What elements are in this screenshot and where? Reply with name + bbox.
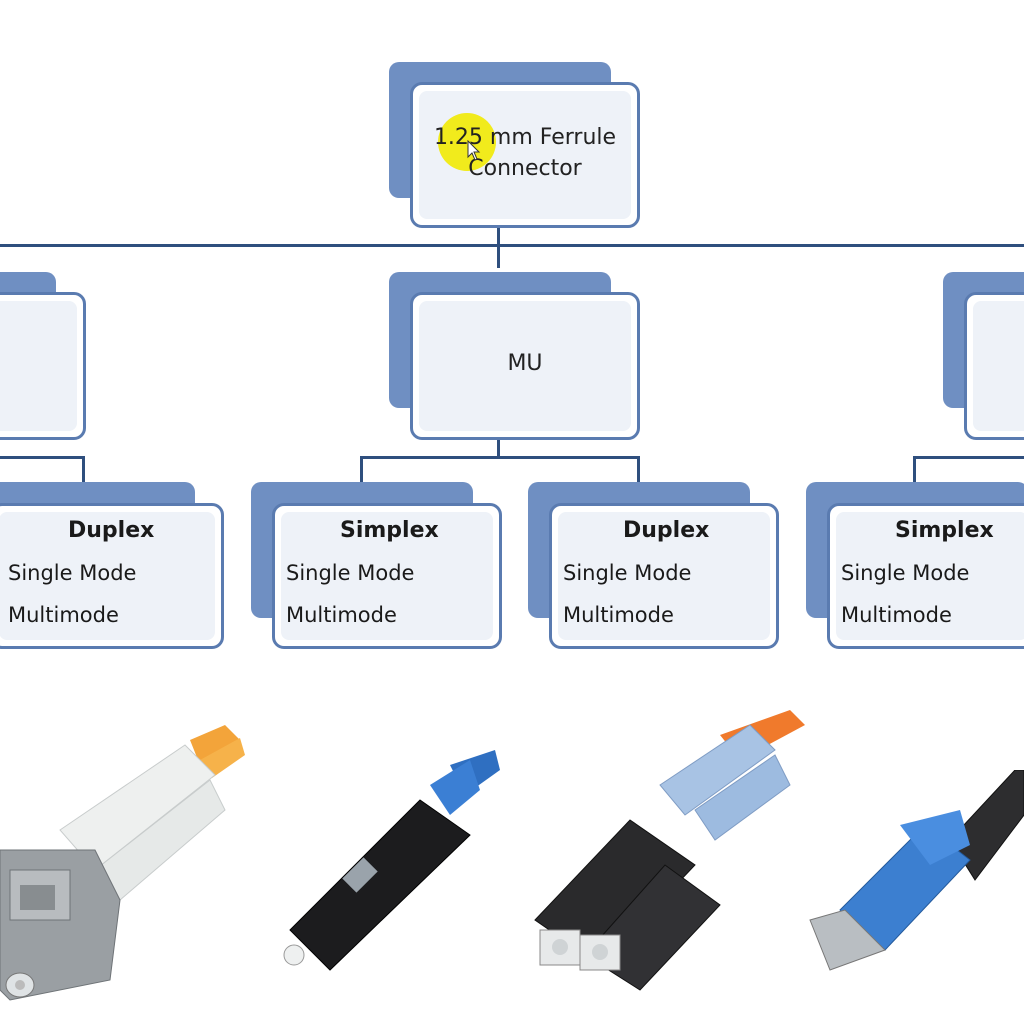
root-stem-line: [497, 226, 500, 248]
level2-bus-line-left: [0, 456, 85, 459]
mu-drop-line: [497, 244, 500, 268]
leaf-row-multimode: Multimode: [8, 603, 119, 627]
cursor-highlight: [438, 113, 496, 171]
leaf-drop-line: [82, 456, 85, 482]
mouse-pointer-icon: [467, 140, 481, 161]
level2-bus-line-right: [913, 456, 1024, 459]
leaf-row-single-mode: Single Mode: [563, 561, 692, 585]
level1-bus-line: [0, 244, 1024, 247]
lx5-simplex-connector-image: [809, 770, 1024, 971]
mu-simplex-connector-image: [283, 750, 500, 971]
leaf-row-single-mode: Single Mode: [8, 561, 137, 585]
leaf-drop-line: [360, 456, 363, 482]
mu-stem-line: [497, 438, 500, 458]
lc-duplex-connector-image: [0, 725, 245, 1001]
leaf-title: Simplex: [895, 518, 994, 543]
mu-duplex-connector-image: [534, 710, 805, 991]
leaf-row-single-mode: Single Mode: [286, 561, 415, 585]
leaf-row-multimode: Multimode: [286, 603, 397, 627]
leaf-drop-line: [913, 456, 916, 482]
root-label-line2: Connector: [468, 156, 582, 181]
leaf-row-multimode: Multimode: [563, 603, 674, 627]
leaf-row-multimode: Multimode: [841, 603, 952, 627]
level2-bus-line-mid: [360, 456, 640, 459]
leaf-title: Duplex: [623, 518, 710, 543]
leaf-row-single-mode: Single Mode: [841, 561, 970, 585]
mu-label: MU: [507, 351, 543, 376]
leaf-title: Simplex: [340, 518, 439, 543]
root-label-line1: 1.25 mm Ferrule: [433, 125, 617, 150]
leaf-drop-line: [637, 456, 640, 482]
leaf-title: Duplex: [68, 518, 155, 543]
